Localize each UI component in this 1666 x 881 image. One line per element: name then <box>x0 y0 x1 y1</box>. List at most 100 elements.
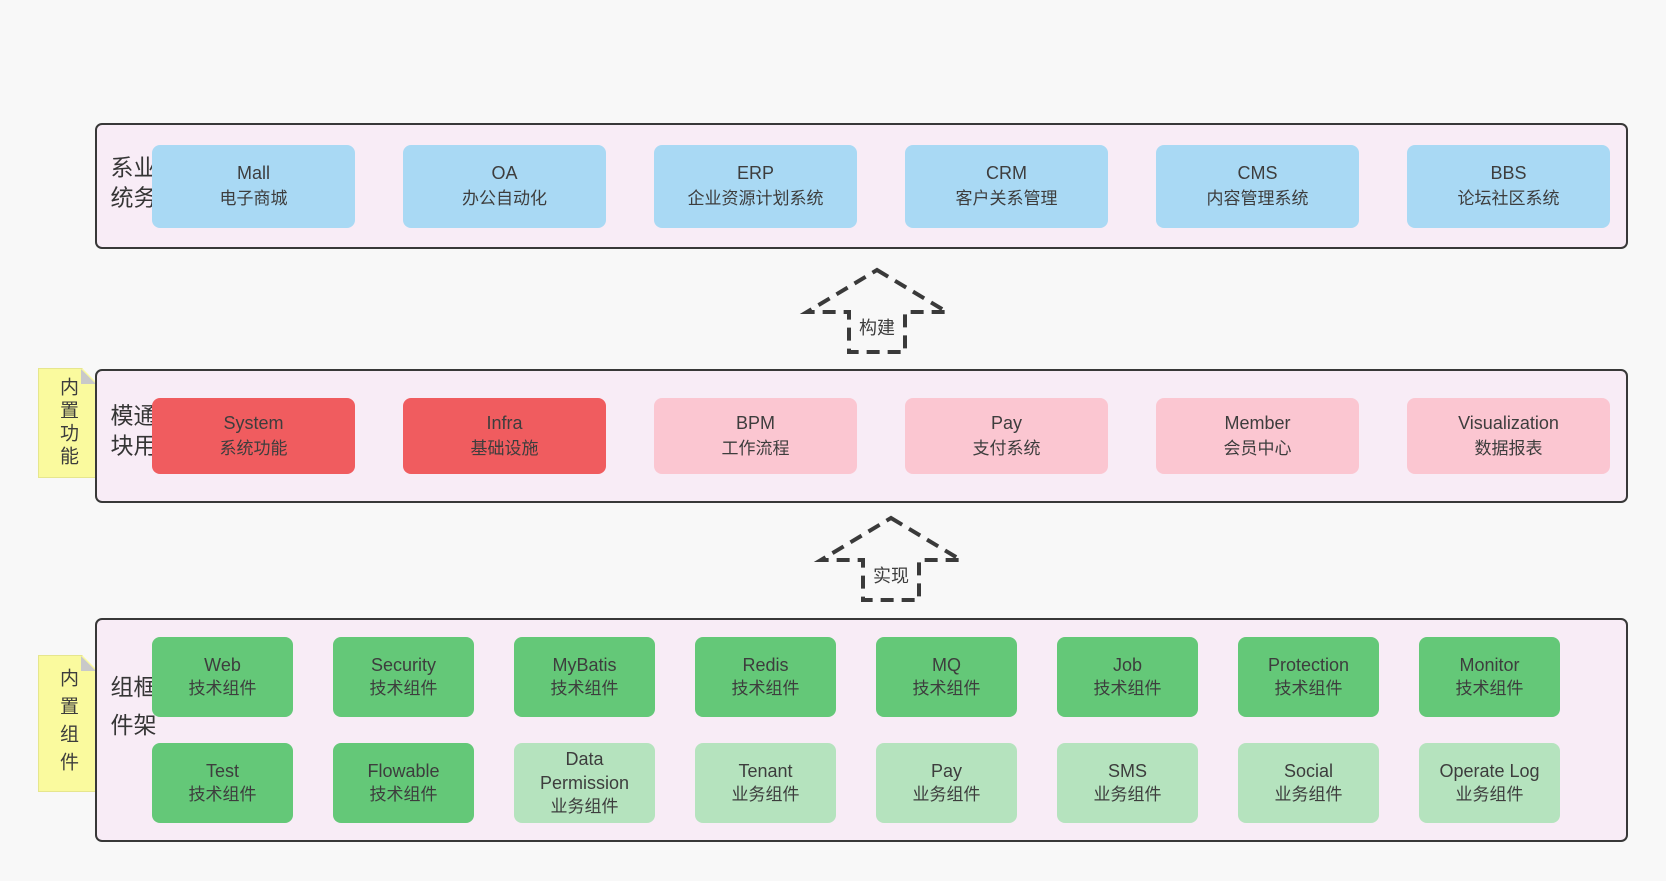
box-security-name: Security <box>370 655 437 675</box>
box-mq-name: MQ <box>932 655 961 675</box>
box-sms-desc: 业务组件 <box>1093 785 1162 804</box>
box-social: Social 业务组件 <box>1238 743 1379 823</box>
box-security: Security 技术组件 <box>333 637 474 717</box>
arrow-build-shape <box>799 267 955 354</box>
box-flowable-name: Flowable <box>367 761 440 781</box>
box-protection-desc: 技术组件 <box>1274 679 1343 698</box>
box-test-name: Test <box>205 761 239 781</box>
box-bbs: BBS 论坛社区系统 <box>1407 144 1610 228</box>
box-mybatis: MyBatis 技术组件 <box>514 637 655 717</box>
box-infra-name: Infra <box>486 413 523 433</box>
box-oa-name: OA <box>491 163 518 183</box>
sticky-fold-corner <box>81 369 96 384</box>
sticky-builtin-features-label: 内置功能 <box>57 377 78 469</box>
sticky-note-builtin-features: 内置功能 <box>38 368 97 478</box>
box-mybatis-desc: 技术组件 <box>550 679 619 698</box>
box-mall: Mall 电子商城 <box>152 144 355 228</box>
box-erp-name: ERP <box>736 163 774 183</box>
box-bbs-desc: 论坛社区系统 <box>1457 189 1560 208</box>
box-bbs-name: BBS <box>1490 163 1527 183</box>
box-system-name: System <box>223 413 284 433</box>
box-tenant-name: Tenant <box>738 761 793 781</box>
box-system-desc: 系统功能 <box>219 439 288 458</box>
panel-common-modules: 通用模块 System 系统功能 Infra 基础设施 BPM 工作流程 Pay… <box>95 369 1628 503</box>
arrow-implement-shape <box>813 515 969 602</box>
box-redis: Redis 技术组件 <box>695 637 836 717</box>
box-pay-module: Pay 支付系统 <box>905 398 1108 474</box>
box-member-name: Member <box>1224 413 1291 433</box>
box-mybatis-name: MyBatis <box>552 655 617 675</box>
box-infra-desc: 基础设施 <box>470 439 539 458</box>
panel-framework-components: 框架组件 Web 技术组件 Security 技术组件 MyBatis 技术组件… <box>95 618 1628 842</box>
box-flowable: Flowable 技术组件 <box>333 743 474 823</box>
box-bpm-desc: 工作流程 <box>721 439 790 458</box>
box-cms: CMS 内容管理系统 <box>1156 144 1359 228</box>
panel-business-rows: Mall 电子商城 OA 办公自动化 ERP 企业资源计划系统 CRM 客户关系… <box>152 125 1610 247</box>
box-bpm: BPM 工作流程 <box>654 398 857 474</box>
box-mall-name: Mall <box>236 163 270 183</box>
box-member-desc: 会员中心 <box>1223 439 1292 458</box>
arrow-build: 构建 <box>799 266 955 356</box>
panel-components-rows: Web 技术组件 Security 技术组件 MyBatis 技术组件 Redi… <box>152 620 1560 840</box>
box-job: Job 技术组件 <box>1057 637 1198 717</box>
box-data-permission-desc: 业务组件 <box>550 797 619 816</box>
box-flowable-desc: 技术组件 <box>369 785 438 804</box>
box-member: Member 会员中心 <box>1156 398 1359 474</box>
box-pay-component-desc: 业务组件 <box>912 785 981 804</box>
box-visualization-name: Visualization <box>1458 413 1559 433</box>
box-operate-log-desc: 业务组件 <box>1455 785 1524 804</box>
sticky-fold-corner <box>81 656 96 671</box>
box-data-permission-name: Data Permission <box>539 749 630 793</box>
box-job-name: Job <box>1112 655 1143 675</box>
box-visualization: Visualization 数据报表 <box>1407 398 1610 474</box>
components-row-1: Web 技术组件 Security 技术组件 MyBatis 技术组件 Redi… <box>152 637 1560 717</box>
box-sms-name: SMS <box>1107 761 1147 781</box>
box-data-permission: Data Permission 业务组件 <box>514 743 655 823</box>
box-pay-module-desc: 支付系统 <box>972 439 1041 458</box>
box-tenant-desc: 业务组件 <box>731 785 800 804</box>
box-monitor-name: Monitor <box>1459 655 1520 675</box>
box-operate-log: Operate Log 业务组件 <box>1419 743 1560 823</box>
box-crm: CRM 客户关系管理 <box>905 144 1108 228</box>
panel-components-label: 框架组件 <box>107 675 156 751</box>
arrow-build-label: 构建 <box>859 318 895 339</box>
box-web-desc: 技术组件 <box>188 679 257 698</box>
box-sms: SMS 业务组件 <box>1057 743 1198 823</box>
box-test-desc: 技术组件 <box>188 785 257 804</box>
box-tenant: Tenant 业务组件 <box>695 743 836 823</box>
box-oa: OA 办公自动化 <box>403 144 606 228</box>
box-bpm-name: BPM <box>735 413 775 433</box>
box-cms-name: CMS <box>1237 163 1278 183</box>
box-mall-desc: 电子商城 <box>219 189 288 208</box>
box-web: Web 技术组件 <box>152 637 293 717</box>
box-protection-name: Protection <box>1267 655 1350 675</box>
box-social-name: Social <box>1283 761 1334 781</box>
sticky-builtin-components-label: 内置组件 <box>57 667 78 780</box>
box-redis-desc: 技术组件 <box>731 679 800 698</box>
box-monitor: Monitor 技术组件 <box>1419 637 1560 717</box>
panel-business-systems: 业务系统 Mall 电子商城 OA 办公自动化 ERP 企业资源计划系统 CRM… <box>95 123 1628 249</box>
box-redis-name: Redis <box>742 655 789 675</box>
box-mq-desc: 技术组件 <box>912 679 981 698</box>
box-protection: Protection 技术组件 <box>1238 637 1379 717</box>
box-pay-component-name: Pay <box>930 761 963 781</box>
box-infra: Infra 基础设施 <box>403 398 606 474</box>
box-erp: ERP 企业资源计划系统 <box>654 144 857 228</box>
box-crm-name: CRM <box>986 163 1027 183</box>
box-erp-desc: 企业资源计划系统 <box>687 189 824 208</box>
box-web-name: Web <box>204 655 241 675</box>
box-pay-module-name: Pay <box>990 413 1023 433</box>
box-crm-desc: 客户关系管理 <box>955 189 1058 208</box>
panel-modules-label: 通用模块 <box>107 403 156 464</box>
box-job-desc: 技术组件 <box>1093 679 1162 698</box>
box-oa-desc: 办公自动化 <box>462 189 547 208</box>
box-social-desc: 业务组件 <box>1274 785 1343 804</box>
box-system: System 系统功能 <box>152 398 355 474</box>
sticky-note-builtin-components: 内置组件 <box>38 655 97 792</box>
box-cms-desc: 内容管理系统 <box>1206 189 1309 208</box>
box-pay-component: Pay 业务组件 <box>876 743 1017 823</box>
business-row: Mall 电子商城 OA 办公自动化 ERP 企业资源计划系统 CRM 客户关系… <box>152 144 1610 228</box>
box-test: Test 技术组件 <box>152 743 293 823</box>
panel-business-label: 业务系统 <box>107 155 156 216</box>
